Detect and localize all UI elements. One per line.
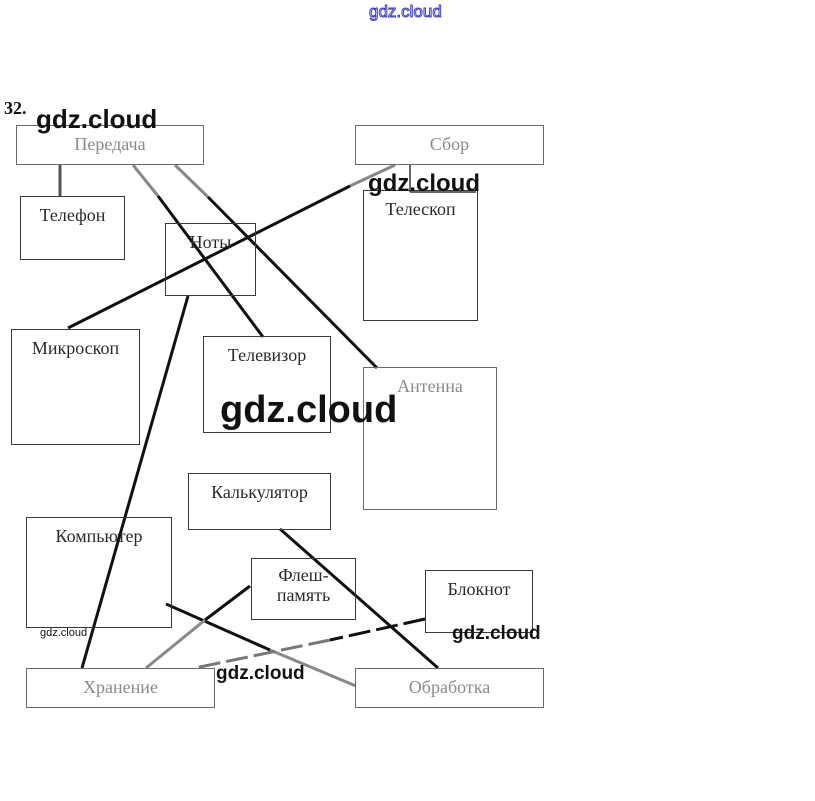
node-label: Телевизор — [227, 345, 307, 365]
node-label: Хранение — [83, 677, 158, 697]
node-flesh-pamyat: Флеш- память — [251, 558, 356, 620]
link-peredacha-antenna — [206, 195, 379, 370]
node-label: Компьютер — [55, 526, 143, 546]
node-label: Передача — [74, 134, 146, 154]
node-label-line2: память — [276, 585, 331, 605]
watermark: gdz.cloud — [452, 623, 541, 644]
node-telefon: Телефон — [20, 196, 125, 260]
node-televizor: Телевизор — [203, 336, 331, 433]
node-label: Антенна — [397, 376, 463, 396]
task-number: 32. — [4, 98, 27, 118]
node-peredacha: Передача — [16, 125, 204, 165]
link-kompyuter-obrabotka — [165, 602, 271, 652]
link-bloknot-khranenie — [329, 617, 426, 642]
link-bloknot-khranenie-grey — [194, 638, 331, 670]
node-label: Калькулятор — [211, 482, 308, 502]
link-flesh-khranenie-grey — [145, 618, 206, 670]
node-mikroskop: Микроскоп — [11, 329, 140, 445]
node-antenna: Антенна — [363, 367, 497, 510]
link-sbor-mikroskop-grey — [349, 163, 396, 188]
link-peredacha-televizor-grey — [131, 164, 160, 197]
node-kalkulyator: Калькулятор — [188, 473, 331, 530]
node-label: Телефон — [39, 205, 106, 225]
node-teleskop: Телескоп — [363, 190, 478, 321]
link-flesh-khranenie — [204, 584, 251, 622]
watermark: gdz.cloud — [220, 389, 398, 431]
link-kalkulyator-obrabotka — [279, 527, 439, 670]
watermark: gdz.cloud — [216, 663, 305, 684]
node-label: Обработка — [408, 677, 491, 697]
watermark-top: gdz.cloud — [369, 2, 443, 22]
node-label: Сбор — [429, 134, 470, 154]
link-peredacha-antenna-grey — [173, 163, 210, 199]
watermark: gdz.cloud — [368, 170, 480, 197]
node-label: Телескоп — [385, 199, 456, 219]
link-peredacha-televizor — [156, 195, 265, 338]
watermark: gdz.cloud — [36, 104, 158, 134]
node-label: Блокнот — [447, 579, 511, 599]
node-label: Ноты — [189, 232, 232, 252]
node-noty: Ноты — [165, 223, 256, 296]
watermark: gdz.cloud — [40, 627, 88, 639]
node-kompyuter: Компьютер — [26, 517, 172, 628]
node-bloknot: Блокнот — [425, 570, 533, 633]
node-label-line1: Флеш- — [278, 565, 329, 585]
link-kompyuter-obrabotka-grey — [269, 648, 357, 688]
link-noty-khranenie — [80, 295, 190, 669]
node-sbor: Сбор — [355, 125, 544, 165]
node-label: Микроскоп — [31, 338, 120, 358]
link-sbor-mikroskop — [67, 184, 351, 330]
node-obrabotka: Обработка — [355, 668, 544, 708]
node-khranenie: Хранение — [26, 668, 215, 708]
